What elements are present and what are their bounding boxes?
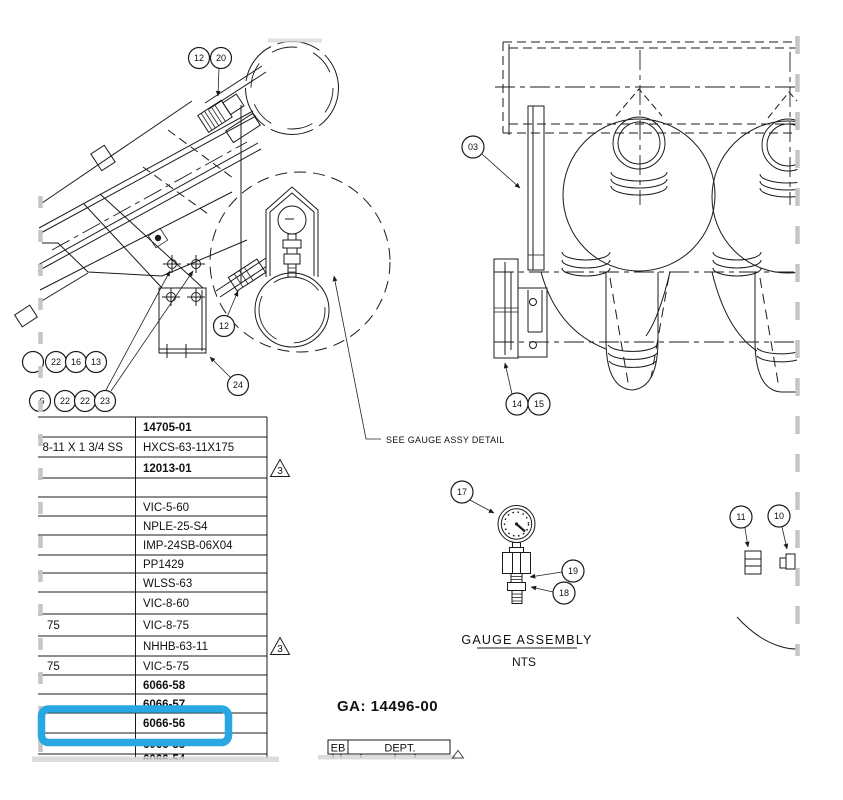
- crop-smear-table: [32, 756, 279, 762]
- fitting-left: [13, 304, 39, 328]
- footer-table: EB DEPT.: [318, 739, 465, 760]
- balloon-20-top: 20: [209, 46, 233, 70]
- part-cell: 12013-01: [143, 463, 192, 475]
- crop-smear-footer: [318, 755, 455, 760]
- part-cell: VIC-5-75: [143, 661, 189, 673]
- ga-number: GA: 14496-00: [337, 698, 438, 715]
- svg-text:12: 12: [219, 321, 229, 331]
- part-cell: NPLE-25-S4: [143, 521, 208, 533]
- svg-text:17: 17: [457, 487, 467, 497]
- gauge-mount-plate: [265, 186, 319, 277]
- svg-text:13: 13: [91, 357, 101, 367]
- desc-cell: 75: [47, 620, 60, 632]
- balloon-22a-row2: 22: [53, 389, 77, 413]
- balloon-03: 03: [461, 135, 485, 159]
- svg-text:10: 10: [774, 511, 784, 521]
- coupling-part: [744, 550, 762, 575]
- svg-text:03: 03: [468, 142, 478, 152]
- balloon-22b-row2: 22: [73, 389, 97, 413]
- balloon-23-row2: 23: [93, 389, 117, 413]
- gauge-detail-scale: NTS: [512, 655, 536, 669]
- balloon-10: 10: [767, 504, 791, 528]
- balloon-crop-mask: [0, 338, 38, 422]
- svg-text:22: 22: [80, 396, 90, 406]
- balloon-15: 15: [527, 392, 551, 416]
- desc-cell: 75: [47, 661, 60, 673]
- upper-right-assembly-view: [481, 41, 798, 395]
- part-cell: VIC-5-60: [143, 502, 189, 514]
- part-cell: 6066-58: [143, 680, 186, 692]
- balloon-13-row1: 13: [84, 350, 108, 374]
- pipe-arc: [736, 616, 797, 650]
- gauge-assembly-detail: GAUGE ASSEMBLY NTS: [461, 499, 592, 669]
- highlight-box-6066-56: [37, 705, 233, 747]
- svg-text:16: 16: [71, 357, 81, 367]
- svg-text:12: 12: [194, 53, 204, 63]
- mounting-bracket: [158, 287, 207, 358]
- suction-bottles: [540, 116, 798, 393]
- svg-text:22: 22: [60, 396, 70, 406]
- svg-text:23: 23: [100, 396, 110, 406]
- rev-triangle-upper-label: 3: [277, 466, 283, 477]
- part-cell: PP1429: [143, 559, 184, 571]
- balloon-22-row1: 22: [44, 350, 68, 374]
- parts-table: 14705-01 ’8-11 X 1 3/4 SS HXCS-63-11X175…: [38, 416, 268, 766]
- plug-part: [779, 553, 796, 570]
- manifold-plate: [527, 105, 545, 271]
- svg-text:11: 11: [736, 512, 745, 522]
- pipe-clamp-lower: [227, 258, 267, 292]
- mount-holes-plate: [163, 255, 205, 273]
- part-cell: VIC-8-75: [143, 620, 189, 632]
- part-cell: 14705-01: [143, 422, 192, 434]
- part-cell: VIC-8-60: [143, 598, 189, 610]
- gauge-detail-title: GAUGE ASSEMBLY: [461, 633, 592, 647]
- loose-parts: [736, 526, 797, 650]
- footer-cell-eb: EB: [331, 743, 346, 755]
- balloon-12-top: 12: [187, 46, 211, 70]
- pipe-clamp-upper: [197, 93, 245, 133]
- pipe-clamp-upper2: [225, 112, 261, 144]
- svg-text:18: 18: [559, 588, 569, 598]
- svg-text:14: 14: [512, 399, 522, 409]
- rev-triangle-lower-label: 3: [277, 644, 283, 655]
- part-cell-highlighted: 6066-56: [143, 718, 185, 730]
- rev-triangle-upper: 3: [269, 458, 291, 477]
- part-cell: IMP-24SB-06X04: [143, 540, 233, 552]
- balloon-24: 24: [226, 373, 250, 397]
- balloon-16-row1: 16: [64, 350, 88, 374]
- svg-text:24: 24: [233, 380, 243, 390]
- balloon-19: 19: [561, 559, 585, 583]
- part-cell: HXCS-63-11X175: [143, 442, 234, 454]
- svg-text:20: 20: [216, 53, 226, 63]
- footer-rev-triangle: [451, 749, 465, 759]
- balloon-17: 17: [450, 480, 474, 504]
- balloon-18: 18: [552, 581, 576, 605]
- see-gauge-note: SEE GAUGE ASSY DETAIL: [332, 275, 505, 445]
- part-cell: WLSS-63: [143, 578, 192, 590]
- svg-text:22: 22: [51, 357, 61, 367]
- mounted-gauge: [277, 205, 307, 278]
- end-plate-assembly: [493, 258, 548, 359]
- bolt-end: [147, 227, 169, 249]
- svg-text:19: 19: [568, 566, 578, 576]
- balloon-11: 11: [729, 505, 753, 529]
- part-cell: NHHB-63-11: [143, 641, 208, 653]
- desc-cell: ’8-11 X 1 3/4 SS: [40, 442, 123, 454]
- pipe-end-circle-upper: [245, 41, 339, 135]
- table-crop-mask: [32, 759, 282, 776]
- crop-smear-top: [268, 38, 322, 43]
- detail-boundary-circle: [209, 171, 391, 353]
- rev-triangle-lower: 3: [269, 636, 291, 655]
- balloon-12-mid: 12: [212, 314, 236, 338]
- svg-text:15: 15: [534, 399, 544, 409]
- pipe-end-circle-lower: [254, 272, 330, 348]
- plate-clip: [90, 144, 116, 172]
- upper-left-assembly-view: [13, 41, 391, 392]
- balloon-14: 14: [505, 392, 529, 416]
- see-gauge-note-label: SEE GAUGE ASSY DETAIL: [386, 435, 505, 445]
- footer-cell-dept: DEPT.: [384, 743, 415, 755]
